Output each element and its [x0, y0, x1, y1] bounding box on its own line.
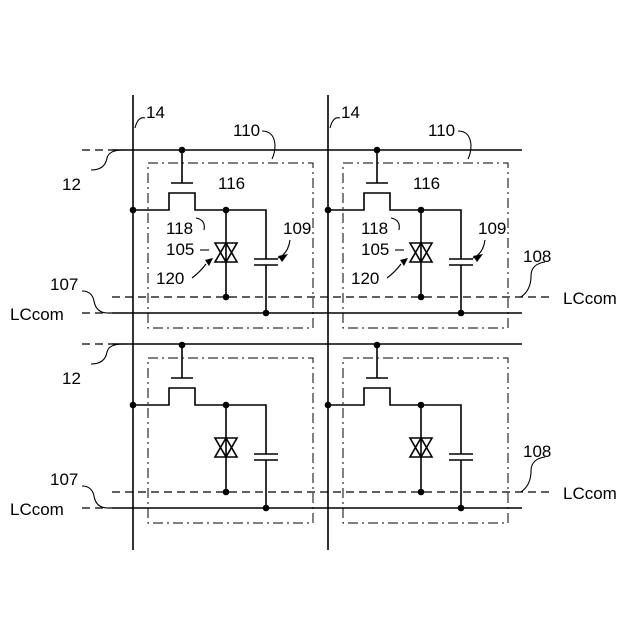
- junction-dot-data: [130, 207, 137, 214]
- junction-dot-common: [458, 310, 465, 317]
- label-107-row2: 107: [50, 470, 78, 489]
- arrow-109-head: [278, 254, 288, 262]
- junction-dot-data: [130, 402, 137, 409]
- junction-dot-data: [325, 207, 332, 214]
- label-110-col2: 110: [428, 121, 455, 140]
- leader-14-col1: [135, 118, 145, 128]
- label-lccom-right-row1: LCcom: [563, 289, 617, 308]
- junction-dot-node: [418, 207, 425, 214]
- label-120-col1: 120: [156, 269, 184, 288]
- label-118-col1: 118: [166, 219, 193, 238]
- junction-dot-storage: [223, 294, 230, 301]
- leader-108-row2: [521, 457, 545, 492]
- pixel-cell-r2c2: [325, 342, 508, 523]
- junction-dot-common: [458, 505, 465, 512]
- label-lccom-left-row2: LCcom: [10, 500, 64, 519]
- junction-dot-storage: [418, 489, 425, 496]
- label-12-row2: 12: [62, 369, 81, 388]
- label-105-col2: 105: [361, 240, 389, 259]
- junction-dot-common: [263, 310, 270, 317]
- leader-12-row2: [91, 344, 123, 364]
- leader-110-col1: [262, 131, 275, 159]
- arrow-120-head: [205, 258, 213, 266]
- label-12-row1: 12: [62, 175, 81, 194]
- leader-118: [196, 218, 204, 230]
- label-lccom-left-row1: LCcom: [10, 305, 64, 324]
- pixel-cell-r2c1: [130, 342, 313, 523]
- label-108-row2: 108: [523, 442, 551, 461]
- junction-dot-gate: [374, 147, 381, 154]
- label-109-col1: 109: [283, 219, 311, 238]
- pixel-region-boundary: [148, 358, 313, 523]
- junction-dot-gate: [179, 147, 186, 154]
- label-108-row1: 108: [523, 247, 551, 266]
- label-lccom-right-row2: LCcom: [563, 484, 617, 503]
- tft-channel-and-pixel-node: [133, 388, 266, 454]
- tft-channel-and-pixel-node: [328, 388, 461, 454]
- pixel-region-boundary: [343, 358, 508, 523]
- label-116-col1: 116: [218, 174, 245, 193]
- label-109-col2: 109: [478, 219, 506, 238]
- common-lines: [82, 297, 550, 508]
- leader-14-col2: [330, 118, 340, 128]
- leader-107-row1: [82, 291, 108, 313]
- leader-120: [387, 264, 401, 278]
- leader-12-row1: [91, 150, 123, 170]
- label-116-col2: 116: [413, 174, 440, 193]
- label-118-col2: 118: [361, 219, 388, 238]
- leader-118: [391, 218, 399, 230]
- junction-dot-storage: [223, 489, 230, 496]
- label-105-col1: 105: [166, 240, 194, 259]
- label-110-col1: 110: [233, 121, 260, 140]
- arrow-120-head: [400, 258, 408, 266]
- junction-dot-node: [223, 207, 230, 214]
- leader-110-col2: [458, 131, 471, 159]
- pixel-cells: [130, 147, 508, 523]
- junction-dot-node: [418, 402, 425, 409]
- junction-dot-common: [263, 505, 270, 512]
- label-107-row1: 107: [50, 275, 78, 294]
- junction-dot-gate: [179, 342, 186, 349]
- label-14-col2: 14: [341, 103, 360, 122]
- arrow-109-head: [473, 254, 483, 262]
- tft-channel-and-pixel-node: [328, 193, 461, 259]
- leader-107-row2: [82, 486, 108, 508]
- leader-120: [192, 264, 206, 278]
- label-120-col2: 120: [351, 269, 379, 288]
- junction-dot-storage: [418, 294, 425, 301]
- junction-dot-node: [223, 402, 230, 409]
- junction-dot-data: [325, 402, 332, 409]
- junction-dot-gate: [374, 342, 381, 349]
- tft-channel-and-pixel-node: [133, 193, 266, 259]
- label-14-col1: 14: [146, 103, 165, 122]
- leader-108-row1: [521, 262, 545, 297]
